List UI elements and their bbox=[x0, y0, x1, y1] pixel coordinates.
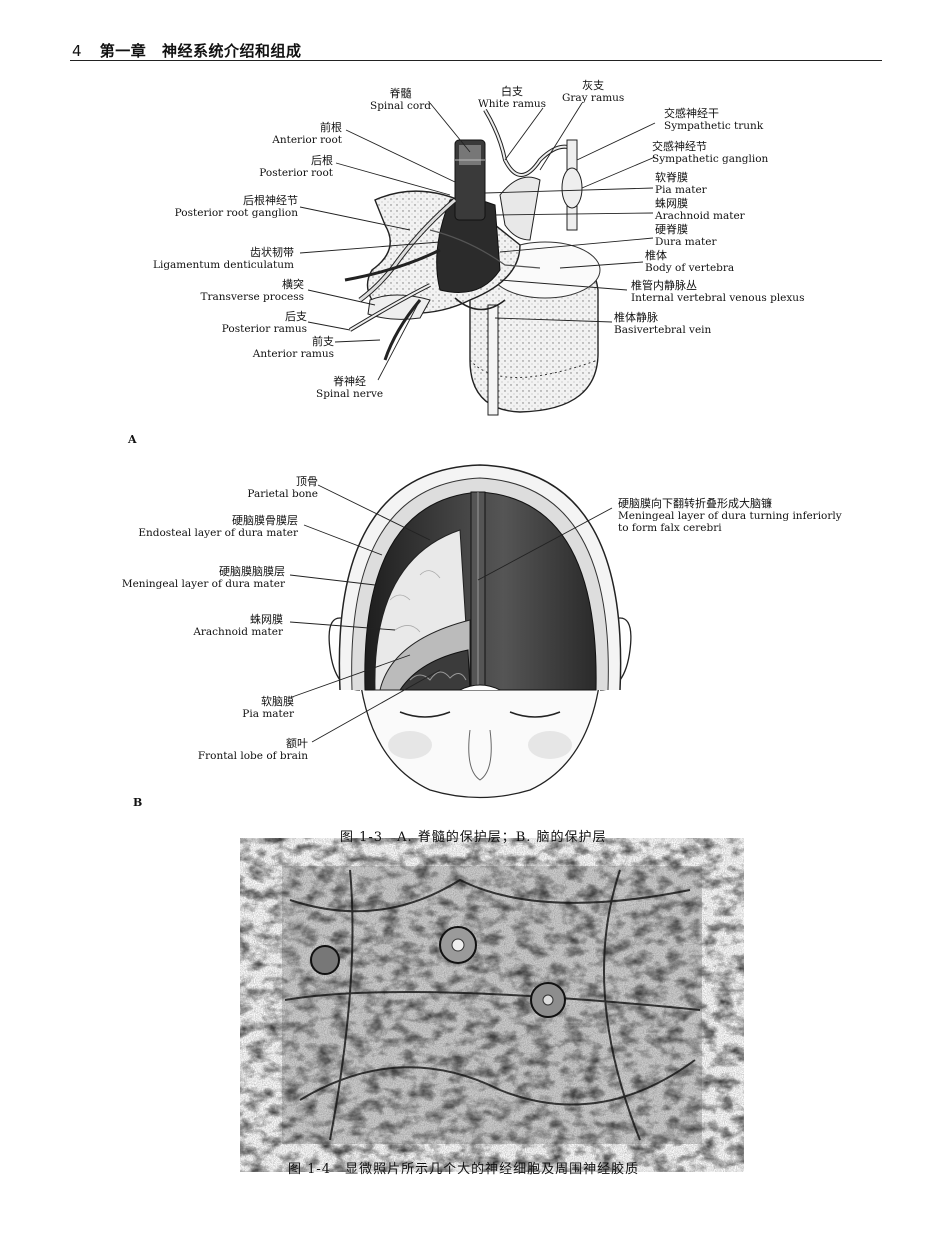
head-illustration bbox=[328, 464, 632, 799]
micrograph bbox=[282, 866, 702, 1144]
figure-a-leader-lines bbox=[299, 102, 656, 381]
panel-label-b: B bbox=[133, 796, 143, 809]
vertebra-illustration bbox=[344, 108, 601, 416]
panel-label-a: A bbox=[128, 433, 137, 446]
page-number: 4 bbox=[72, 42, 83, 60]
header-rule bbox=[70, 60, 882, 61]
caption-figure-1-3: 图 1-3 A. 脊髓的保护层；B. 脑的保护层 bbox=[340, 830, 607, 845]
nerve-cell-bodies bbox=[310, 926, 566, 1018]
running-header: 4 第一章 神经系统介绍和组成 bbox=[72, 40, 302, 61]
chapter-label: 第一章 bbox=[99, 42, 147, 60]
figure-b-leader-lines bbox=[289, 484, 613, 743]
caption-figure-1-4: 图 1-4 显微照片所示几个大的神经细胞及周围神经胶质 bbox=[288, 1162, 640, 1177]
chapter-title: 神经系统介绍和组成 bbox=[162, 42, 302, 60]
